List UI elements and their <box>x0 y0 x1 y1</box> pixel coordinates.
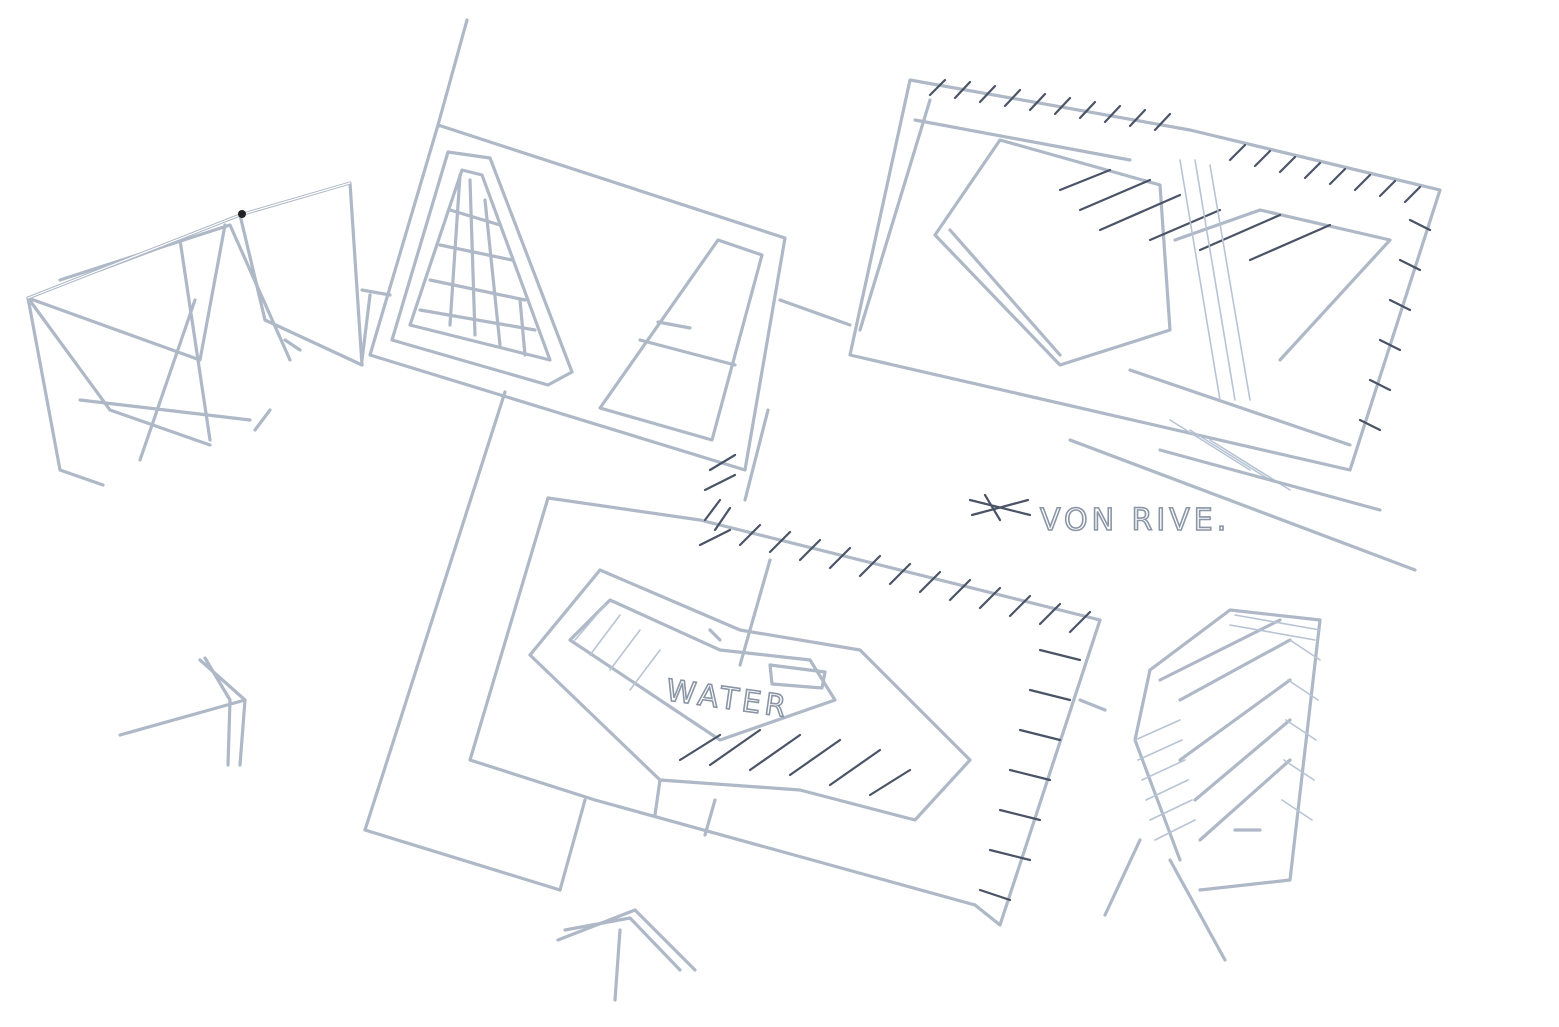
top-center-plan <box>360 18 852 832</box>
bottom-right-perspective <box>1103 608 1322 962</box>
bottom-center-hatch <box>574 453 1092 902</box>
street-label-group: VON RIVE. <box>968 493 1230 539</box>
street-label: VON RIVE. <box>1040 503 1230 538</box>
left-perspective-sketch <box>26 181 392 487</box>
top-right-hatch <box>928 78 1432 491</box>
left-arrow <box>118 656 247 767</box>
bottom-center-plan: WATER <box>363 408 1107 927</box>
bottom-right-hatch <box>1134 614 1321 841</box>
bottom-arrow <box>556 908 697 1002</box>
top-right-plan <box>848 78 1442 572</box>
